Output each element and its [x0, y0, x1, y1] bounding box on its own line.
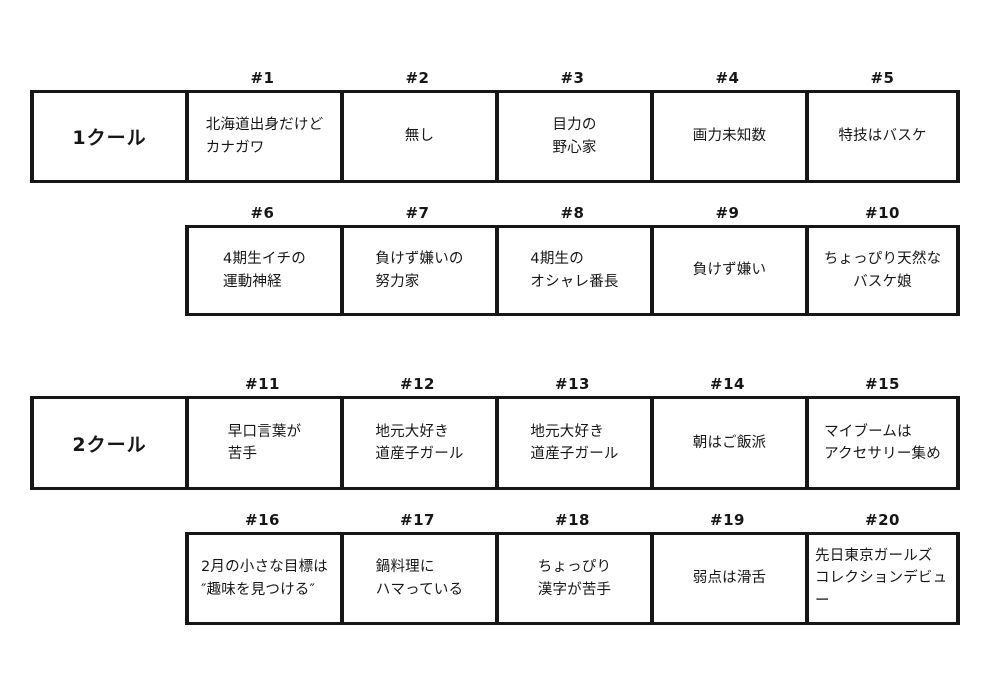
cell-text: 早口言葉が 苦手 — [227, 423, 302, 462]
data-cell-num-8: 4期生の オシャレ番長 — [495, 228, 650, 313]
data-cell-num-4: 画力未知数 — [650, 93, 805, 180]
data-cell-num-7: 負けず嫌いの 努力家 — [340, 228, 495, 313]
column-header-num-5: #5 — [870, 69, 895, 87]
data-cell-num-14: 朝はご飯派 — [650, 399, 805, 487]
column-header-num-18: #18 — [555, 511, 590, 529]
column-header-num-6: #6 — [250, 204, 275, 222]
cell-text: 弱点は滑舌 — [692, 570, 767, 587]
column-header-num-12: #12 — [400, 375, 435, 393]
cell-text: 負けず嫌い — [692, 262, 767, 279]
column-header-row: #16 #17 #18 #19 #20 — [185, 508, 960, 532]
data-cell-num-16: 2月の小さな目標は ″趣味を見つける″ — [185, 535, 340, 622]
cell-text: 朝はご飯派 — [692, 434, 767, 451]
column-header-num-17: #17 — [400, 511, 435, 529]
cell-text: 地元大好き 道産子ガール — [375, 423, 464, 462]
column-header-row: #6 #7 #8 #9 #10 — [185, 201, 960, 225]
cell-text: 特技はバスケ — [838, 128, 927, 145]
data-cell-num-18: ちょっぴり 漢字が苦手 — [495, 535, 650, 622]
data-cell-num-3: 目力の 野心家 — [495, 93, 650, 180]
data-cell-num-11: 早口言葉が 苦手 — [185, 399, 340, 487]
cell-text: ちょっぴり天然な バスケ娘 — [823, 251, 942, 290]
column-header-num-16: #16 — [245, 511, 280, 529]
cell-text: 鍋料理に ハマっている — [375, 559, 464, 598]
row-label-text: 1クール — [72, 127, 147, 149]
table-row: 2月の小さな目標は ″趣味を見つける″ 鍋料理に ハマっている ちょっぴり 漢字が苦… — [185, 532, 960, 625]
data-cell-num-9: 負けず嫌い — [650, 228, 805, 313]
column-header-num-13: #13 — [555, 375, 590, 393]
data-cell-num-5: 特技はバスケ — [805, 93, 960, 180]
data-cell-num-10: ちょっぴり天然な バスケ娘 — [805, 228, 960, 313]
data-cell-num-1: 北海道出身だけど カナガワ — [185, 93, 340, 180]
table-row: 1クール 北海道出身だけど カナガワ 無し 目力の 野心家 画力未知数 特技はバスケ — [30, 90, 960, 183]
column-header-num-8: #8 — [560, 204, 585, 222]
cell-text: 北海道出身だけど カナガワ — [205, 117, 324, 156]
data-cell-num-17: 鍋料理に ハマっている — [340, 535, 495, 622]
column-header-num-11: #11 — [245, 375, 280, 393]
data-cell-num-12: 地元大好き 道産子ガール — [340, 399, 495, 487]
column-header-num-2: #2 — [405, 69, 430, 87]
cell-text: 4期生の オシャレ番長 — [530, 251, 619, 290]
column-header-num-20: #20 — [865, 511, 900, 529]
column-header-num-1: #1 — [250, 69, 275, 87]
cell-text: 先日東京ガールズ コレクションデビュー — [815, 547, 948, 609]
column-header-num-15: #15 — [865, 375, 900, 393]
cell-text: 無し — [404, 128, 435, 145]
column-header-num-19: #19 — [710, 511, 745, 529]
column-header-num-4: #4 — [715, 69, 740, 87]
column-header-num-10: #10 — [865, 204, 900, 222]
cell-text: 4期生イチの 運動神経 — [223, 251, 306, 290]
table-row: 2クール 早口言葉が 苦手 地元大好き 道産子ガール 地元大好き 道産子ガール 朝はご飯… — [30, 396, 960, 490]
row-label-text: 2クール — [72, 433, 147, 456]
row-label-cell: 2クール — [30, 399, 185, 487]
cell-text: 地元大好き 道産子ガール — [530, 423, 619, 462]
table-row: 4期生イチの 運動神経 負けず嫌いの 努力家 4期生の オシャレ番長 負けず嫌い ちょっ… — [185, 225, 960, 316]
column-header-num-9: #9 — [715, 204, 740, 222]
column-header-num-7: #7 — [405, 204, 430, 222]
cell-text: 2月の小さな目標は ″趣味を見つける″ — [200, 559, 329, 598]
row-label-cell: 1クール — [30, 93, 185, 180]
data-cell-num-6: 4期生イチの 運動神経 — [185, 228, 340, 313]
cell-text: 目力の 野心家 — [552, 117, 597, 156]
column-header-num-3: #3 — [560, 69, 585, 87]
column-header-row: #1 #2 #3 #4 #5 — [185, 66, 960, 90]
data-cell-num-15: マイブームは アクセサリー集め — [805, 399, 960, 487]
column-header-num-14: #14 — [710, 375, 745, 393]
cell-text: ちょっぴり 漢字が苦手 — [537, 559, 612, 598]
data-cell-num-19: 弱点は滑舌 — [650, 535, 805, 622]
data-cell-num-13: 地元大好き 道産子ガール — [495, 399, 650, 487]
data-cell-num-2: 無し — [340, 93, 495, 180]
cell-text: 画力未知数 — [692, 128, 767, 145]
cell-text: マイブームは アクセサリー集め — [824, 423, 941, 462]
cell-text: 負けず嫌いの 努力家 — [375, 251, 464, 290]
column-header-row: #11 #12 #13 #14 #15 — [185, 372, 960, 396]
data-cell-num-20: 先日東京ガールズ コレクションデビュー — [805, 535, 960, 622]
